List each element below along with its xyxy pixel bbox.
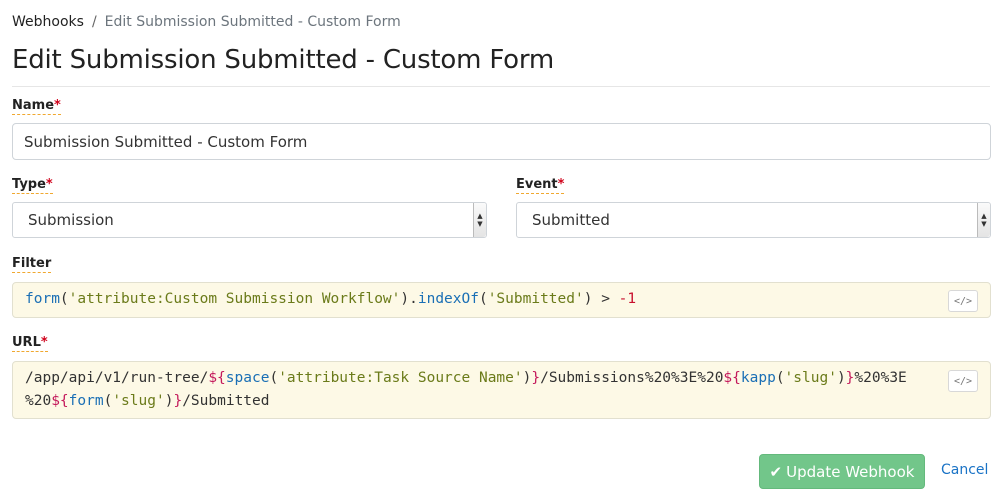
type-select-value: Submission xyxy=(28,211,114,229)
name-input[interactable]: Submission Submitted - Custom Form xyxy=(12,123,991,160)
code-token: ( xyxy=(103,393,113,409)
required-mark: * xyxy=(40,335,48,350)
url-code-line: /app/api/v1/run-tree/${space('attribute:… xyxy=(25,370,907,386)
breadcrumb: Webhooks / Edit Submission Submitted - Cus… xyxy=(12,14,401,30)
code-token: form xyxy=(68,393,104,409)
code-token: kapp xyxy=(740,370,776,386)
code-token: ) xyxy=(836,370,846,386)
code-toggle-button[interactable]: </> xyxy=(948,290,978,312)
code-token: ( xyxy=(59,291,69,307)
required-mark: * xyxy=(54,98,61,113)
url-code-editor[interactable]: /app/api/v1/run-tree/${space('attribute:… xyxy=(12,361,991,419)
check-icon: ✔ xyxy=(769,462,783,481)
code-token: 'slug' xyxy=(112,393,165,409)
code-token: ) xyxy=(522,370,532,386)
code-token: ( xyxy=(269,370,279,386)
breadcrumb-webhooks-link[interactable]: Webhooks xyxy=(12,14,84,30)
code-token: /Submitted xyxy=(182,393,270,409)
required-mark: * xyxy=(557,177,565,192)
code-token: /app/api/v1/run-tree/ xyxy=(25,370,209,386)
code-token: ) xyxy=(164,393,174,409)
url-label: URL* xyxy=(12,335,48,352)
code-token: ( xyxy=(775,370,785,386)
type-select[interactable]: Submission ▲▼ xyxy=(12,202,487,238)
code-token: ${ xyxy=(723,370,741,386)
code-toggle-button[interactable]: </> xyxy=(948,370,978,392)
code-token: ${ xyxy=(208,370,226,386)
page-title: Edit Submission Submitted - Custom Form xyxy=(12,45,555,75)
code-token: space xyxy=(225,370,270,386)
name-label: Name* xyxy=(12,98,61,115)
code-token: form xyxy=(25,291,60,307)
filter-label: Filter xyxy=(12,256,52,273)
code-token: ${ xyxy=(51,393,69,409)
code-token: ( xyxy=(478,291,488,307)
code-token: %20%3E xyxy=(854,370,907,386)
code-token: %20 xyxy=(25,393,52,409)
code-token: 'attribute:Task Source Name' xyxy=(278,370,523,386)
code-token: } xyxy=(173,393,183,409)
code-token: -1 xyxy=(618,291,637,307)
name-input-value: Submission Submitted - Custom Form xyxy=(24,132,308,151)
event-select-value: Submitted xyxy=(532,211,610,229)
cancel-link[interactable]: Cancel xyxy=(941,462,989,478)
chevron-updown-icon[interactable]: ▲▼ xyxy=(473,203,486,237)
filter-code-editor[interactable]: form('attribute:Custom Submission Workfl… xyxy=(12,282,991,318)
code-token: 'attribute:Custom Submission Workflow' xyxy=(68,291,401,307)
code-token: ) > xyxy=(583,291,619,307)
required-mark: * xyxy=(45,177,53,192)
chevron-updown-icon[interactable]: ▲▼ xyxy=(977,203,990,237)
update-webhook-label: Update Webhook xyxy=(786,462,915,481)
update-webhook-button[interactable]: ✔Update Webhook xyxy=(759,454,925,489)
code-token: } xyxy=(531,370,541,386)
code-token: indexOf xyxy=(417,291,479,307)
code-token: /Submissions%20%3E%20 xyxy=(540,370,724,386)
event-select[interactable]: Submitted ▲▼ xyxy=(516,202,991,238)
code-token: 'Submitted' xyxy=(487,291,584,307)
event-label: Event* xyxy=(516,177,565,194)
code-token: ). xyxy=(400,291,418,307)
url-code-line: %20${form('slug')}/Submitted xyxy=(25,393,270,409)
breadcrumb-separator: / xyxy=(91,14,97,30)
filter-code-line: form('attribute:Custom Submission Workfl… xyxy=(25,291,636,307)
code-token: 'slug' xyxy=(784,370,837,386)
breadcrumb-current: Edit Submission Submitted - Custom Form xyxy=(104,14,401,30)
type-label: Type* xyxy=(12,177,53,194)
code-token: } xyxy=(845,370,855,386)
title-divider xyxy=(12,86,990,87)
